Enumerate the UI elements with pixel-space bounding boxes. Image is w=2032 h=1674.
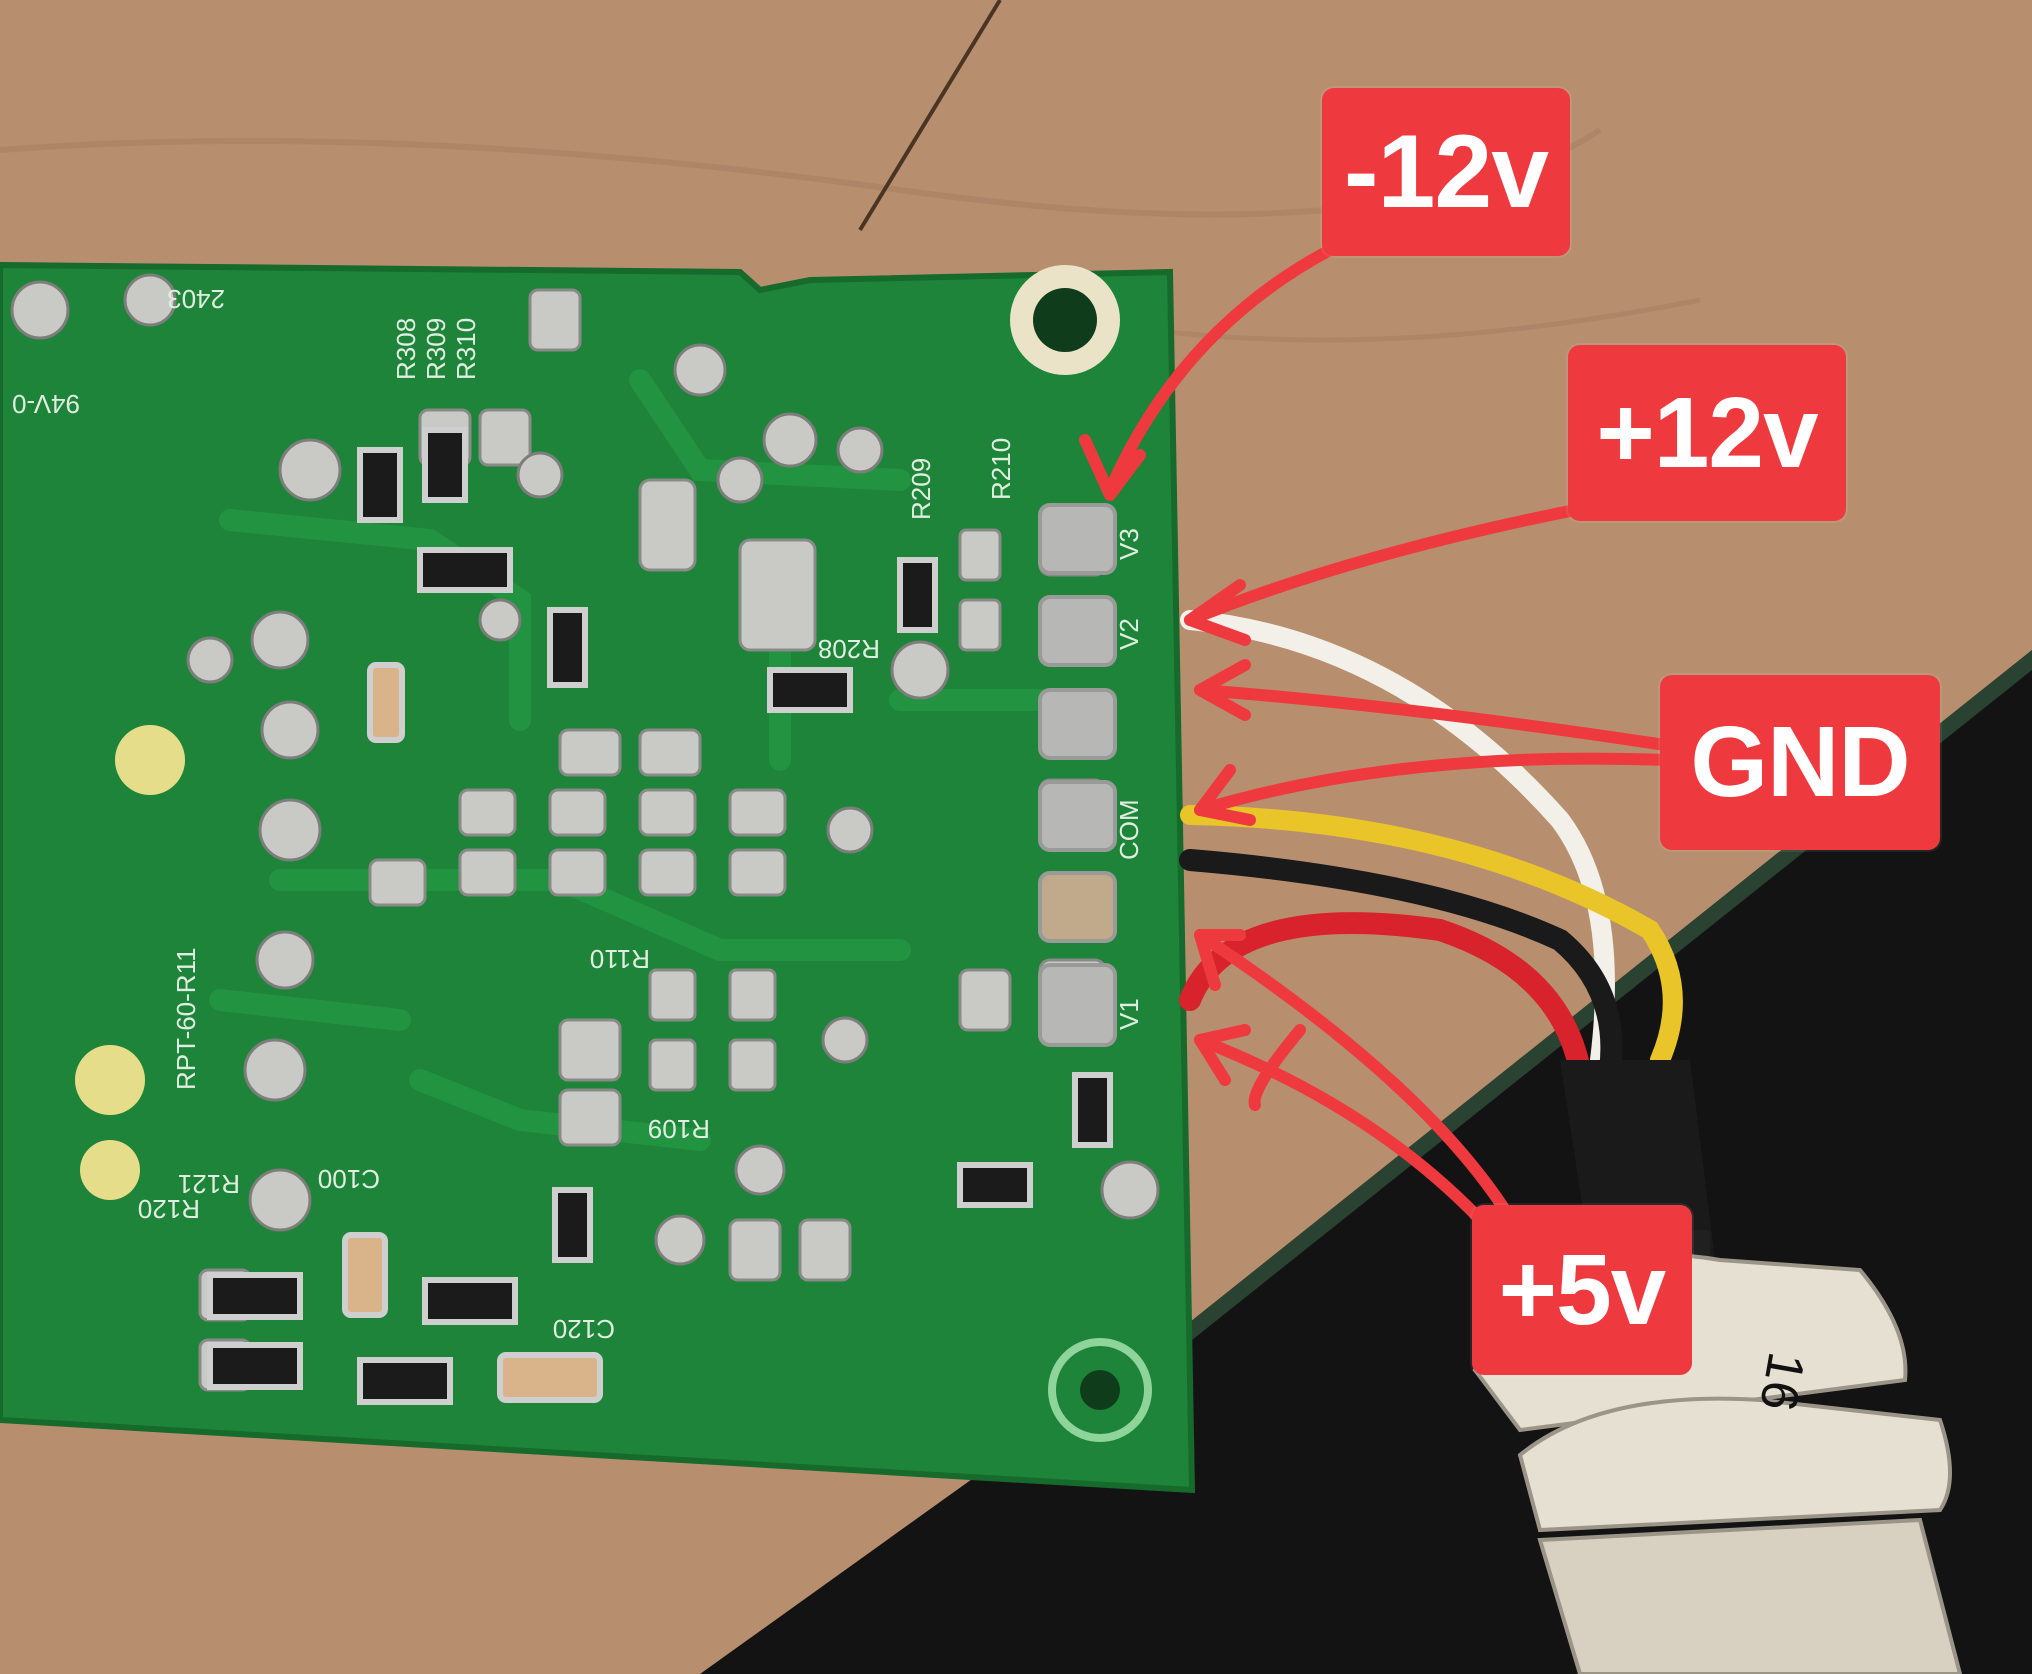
output-terminals (1038, 503, 1117, 1047)
pin-v3: V3 (1114, 528, 1144, 560)
pin-v2: V2 (1114, 618, 1144, 650)
ref-c120: C120 (553, 1314, 615, 1344)
label-plus-12v: +12v (1568, 345, 1846, 521)
arrow-plus-12v (1184, 504, 1581, 626)
board-model: RPT-60-R11 (171, 947, 201, 1090)
pin-com: COM (1114, 799, 1144, 860)
ref-r209: R209 (906, 458, 936, 520)
ref-r120: R120 (138, 1194, 200, 1224)
label-minus-12v: -12v (1322, 88, 1570, 256)
smd-components (207, 427, 1113, 1405)
annotation-arrows (1079, 244, 1671, 1236)
arrow-plus-5v-upper (1194, 929, 1511, 1216)
board-code: 2403 (167, 284, 225, 314)
label-gnd: GND (1660, 675, 1940, 850)
ref-r309: R309 (421, 318, 451, 380)
ref-r109: R109 (648, 1114, 710, 1144)
silkscreen: RPT-60-R11 2403 94V-0 R308 R309 R310 R21… (12, 284, 1144, 1344)
ref-r310: R310 (451, 318, 481, 380)
ref-c100: C100 (318, 1164, 380, 1194)
arrow-plus-5v-lower (1194, 1034, 1496, 1236)
ref-r121: R121 (178, 1169, 240, 1199)
arrow-gnd-lower (1194, 752, 1671, 816)
arrow-gnd-upper (1194, 684, 1671, 751)
label-plus-5v: +5v (1472, 1205, 1692, 1375)
board-rating: 94V-0 (12, 389, 80, 419)
ref-r308: R308 (391, 318, 421, 380)
arrow-minus-12v (1104, 244, 1336, 496)
ref-r208: R208 (818, 634, 880, 664)
pin-v1: V1 (1114, 998, 1144, 1030)
through-hole-joints (10, 273, 1160, 1266)
cable-tag: 16 (1748, 1348, 1815, 1415)
ref-r210: R210 (986, 438, 1016, 500)
ref-r110: R110 (590, 944, 650, 974)
